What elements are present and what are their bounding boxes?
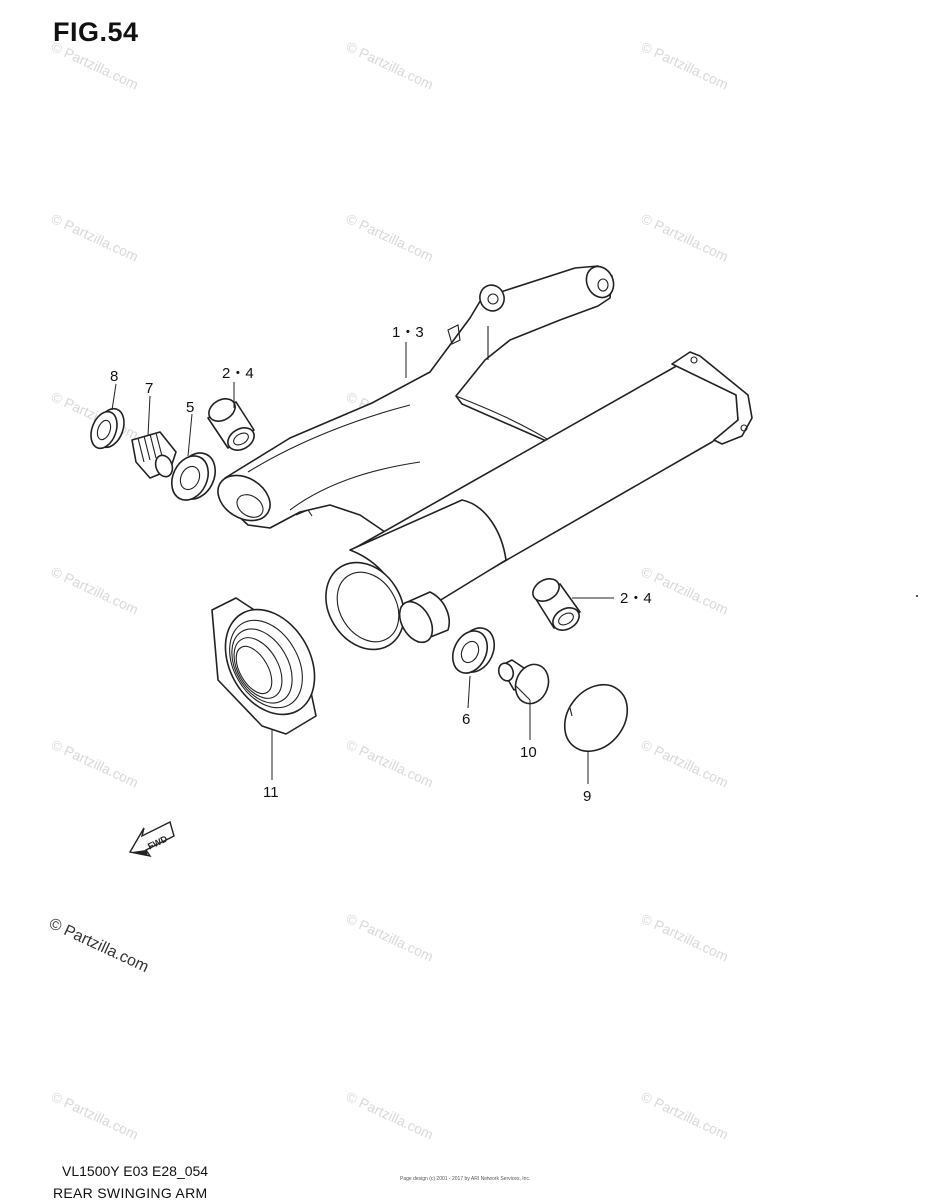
watermark: © Partzilla.com xyxy=(49,736,141,790)
callout-5: 5 xyxy=(186,399,194,416)
watermark-prominent: © Partzilla.com xyxy=(46,915,151,976)
watermark: © Partzilla.com xyxy=(639,910,731,964)
watermark: © Partzilla.com xyxy=(639,38,731,92)
watermark: © Partzilla.com xyxy=(49,563,141,617)
watermark: © Partzilla.com xyxy=(49,210,141,264)
footer-diagram-name: REAR SWINGING ARM xyxy=(53,1185,208,1201)
part-5-bearing xyxy=(170,452,217,501)
watermark: © Partzilla.com xyxy=(344,1088,436,1142)
callout-9: 9 xyxy=(583,788,591,805)
edge-dot xyxy=(916,595,918,597)
watermark: © Partzilla.com xyxy=(639,1088,731,1142)
part-7-pivot-shaft xyxy=(131,431,177,479)
callout-10: 10 xyxy=(520,744,537,761)
figure-title: FIG.54 xyxy=(53,17,139,47)
leader-lines xyxy=(111,342,614,784)
part-11-boot xyxy=(211,597,317,735)
watermark: © Partzilla.com xyxy=(344,736,436,790)
callout-labels: 1・3 2・4 8 7 5 2・4 6 10 9 11 xyxy=(110,324,652,805)
callout-11: 11 xyxy=(263,784,279,801)
callout-1-3: 1・3 xyxy=(392,324,424,341)
watermark: © Partzilla.com xyxy=(49,38,141,92)
footer-small-print: Page design (c) 2001 - 2017 by ARI Netwo… xyxy=(400,1176,530,1182)
watermark: © Partzilla.com xyxy=(639,563,731,617)
swing-arm xyxy=(217,265,753,651)
watermark: © Partzilla.com xyxy=(639,736,731,790)
callout-8: 8 xyxy=(110,368,118,385)
watermark: © Partzilla.com xyxy=(344,38,436,92)
part-10-bolt xyxy=(497,659,550,705)
callout-6: 6 xyxy=(462,711,470,728)
watermark: © Partzilla.com xyxy=(639,210,731,264)
watermark: © Partzilla.com xyxy=(344,910,436,964)
watermark: © Partzilla.com xyxy=(344,210,436,264)
footer-model-code: VL1500Y E03 E28_054 xyxy=(62,1163,209,1179)
part-9-cap xyxy=(563,684,629,752)
part-8-seal xyxy=(90,407,125,450)
fwd-arrow-icon: FWD xyxy=(128,820,175,858)
callout-2-4-lower: 2・4 xyxy=(620,590,652,607)
part-2-4-bush-upper xyxy=(207,398,255,451)
part-6-bearing xyxy=(451,627,496,674)
callout-2-4-upper: 2・4 xyxy=(222,365,254,382)
watermark: © Partzilla.com xyxy=(49,1088,141,1142)
part-2-4-bush-lower xyxy=(532,578,581,631)
callout-7: 7 xyxy=(145,380,153,397)
